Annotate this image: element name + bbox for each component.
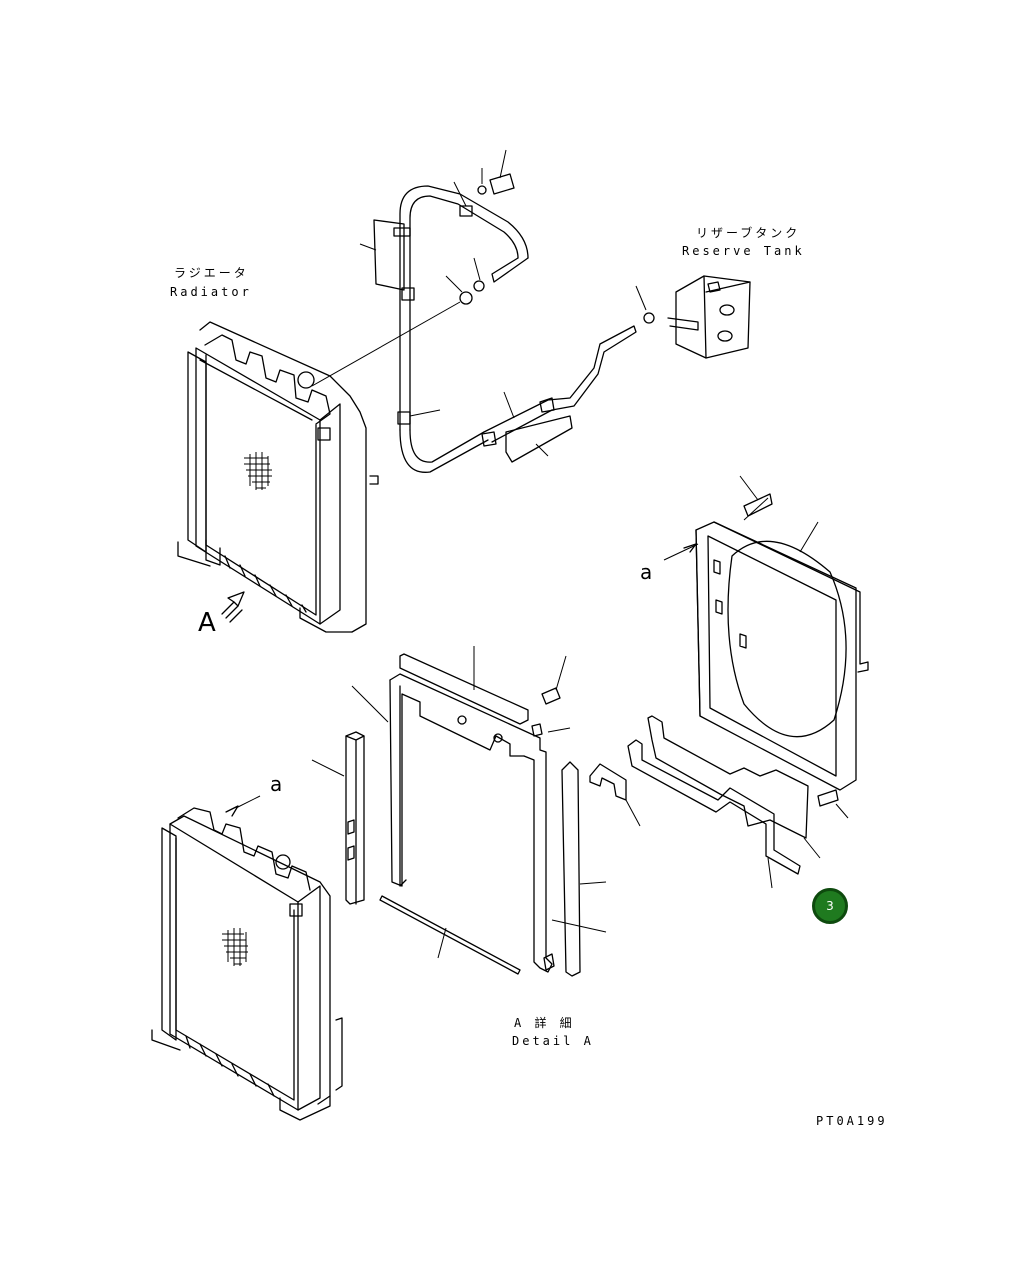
detail-label-jp: A 詳 細 <box>514 1016 575 1030</box>
ref-a-bottom: a <box>270 772 283 796</box>
reserve-tank-label-en: Reserve Tank <box>682 244 805 258</box>
detail-label-en: Detail A <box>512 1034 594 1048</box>
reserve-tank-label-jp: リザーブタンク <box>696 226 801 240</box>
hose-assembly <box>311 149 637 473</box>
radiator-upper <box>177 321 379 633</box>
leader-lines <box>743 497 769 521</box>
detail-a-parts <box>311 646 849 977</box>
radiator-label-jp: ラジエータ <box>174 266 249 280</box>
fan-shroud <box>663 475 869 791</box>
radiator-lower <box>151 795 343 1121</box>
ref-a-top: a <box>640 560 653 584</box>
drawing-code: PT0A199 <box>816 1114 888 1128</box>
part-callout-3[interactable]: 3 <box>812 888 848 924</box>
view-a-marker: A <box>198 608 216 638</box>
view-a-arrow <box>221 591 245 623</box>
reserve-tank <box>635 275 751 359</box>
callout-number: 3 <box>826 899 834 913</box>
radiator-label-en: Radiator <box>170 285 252 299</box>
